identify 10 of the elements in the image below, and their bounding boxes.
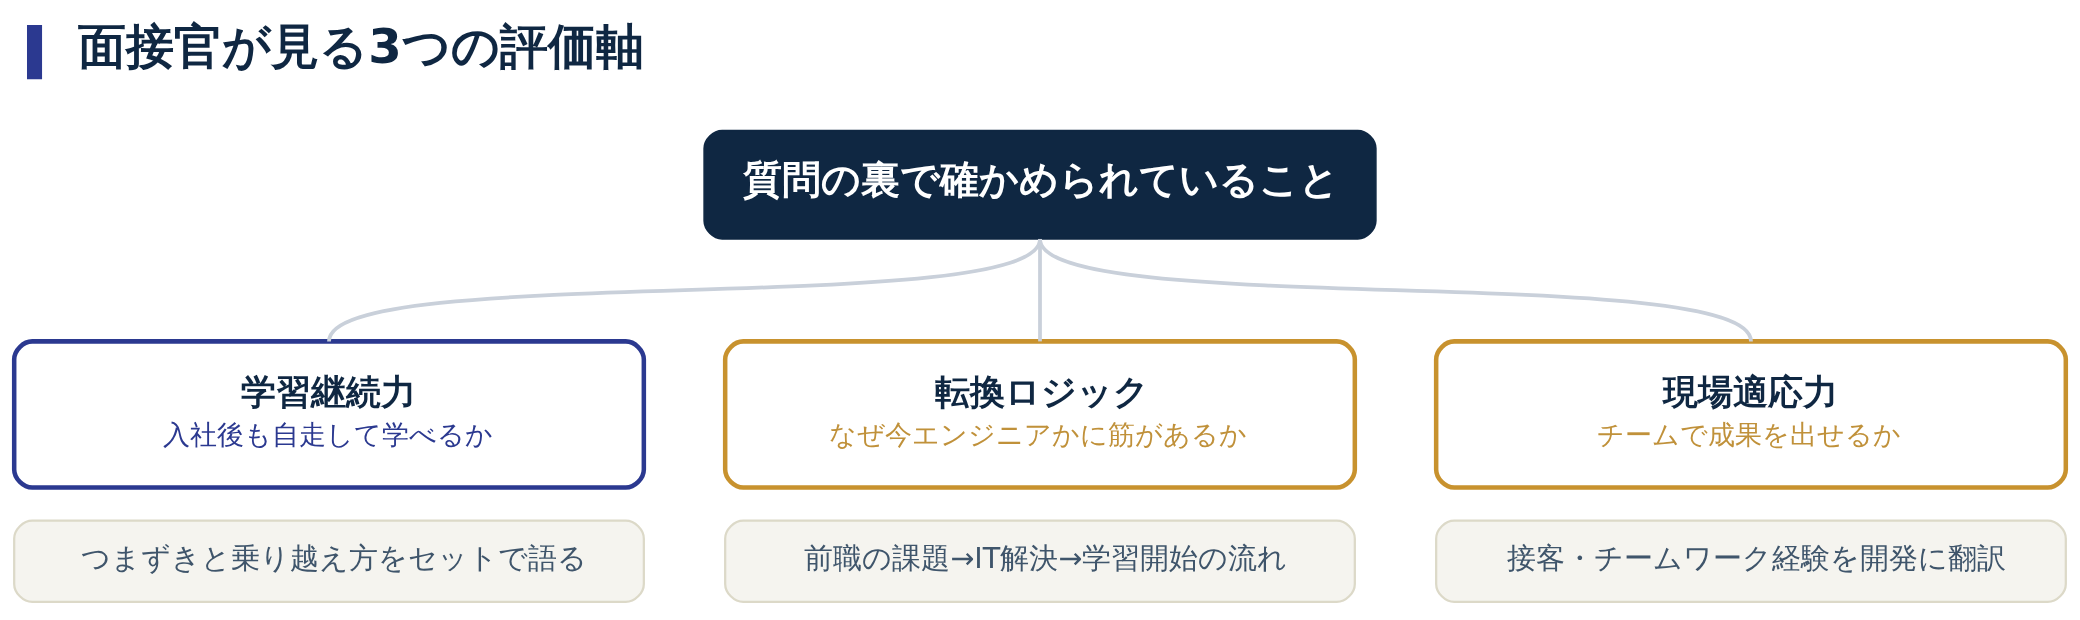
node-box: 現場適応力 チームで成果を出せるか bbox=[1433, 338, 2069, 490]
node-box: つまずきと乗り越え方をセットで語る bbox=[13, 519, 645, 603]
node-box: 転換ロジック なぜ今エンジニアかに筋があるか bbox=[722, 338, 1358, 490]
node-box: 前職の課題→IT解決→学習開始の流れ bbox=[724, 519, 1356, 603]
diagram-title: 面接官が見る3つの評価軸 bbox=[78, 17, 644, 74]
connector bbox=[1038, 238, 1042, 341]
node-box: 学習継続力 入社後も自走して学べるか bbox=[11, 338, 647, 490]
node-box: 質問の裏で確かめられていること bbox=[703, 129, 1377, 240]
connector bbox=[1038, 237, 1753, 343]
node-box: 接客・チームワーク経験を開発に翻訳 bbox=[1435, 519, 2067, 603]
